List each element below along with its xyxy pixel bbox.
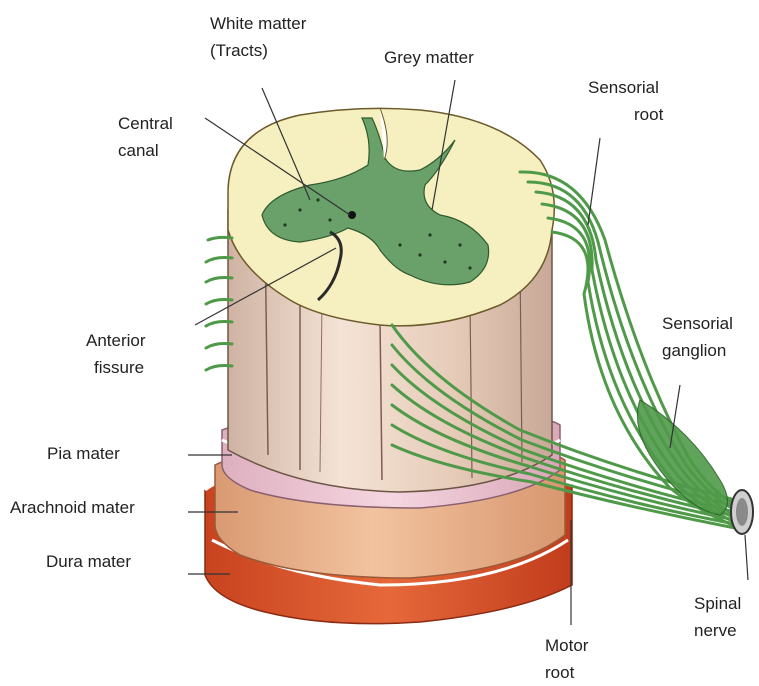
label-anterior-fissure: Anterior fissure [86, 327, 146, 381]
label-pia-mater: Pia mater [47, 440, 120, 467]
label-sensorial-ganglion: Sensorial ganglion [662, 310, 733, 364]
label-central-canal: Central canal [118, 110, 173, 164]
label-grey-matter: Grey matter [384, 44, 474, 71]
label-dura-mater: Dura mater [46, 548, 131, 575]
label-arachnoid-mater: Arachnoid mater [10, 494, 135, 521]
label-sensorial-root: Sensorial root [588, 74, 663, 128]
label-white-matter: White matter (Tracts) [210, 10, 306, 64]
label-motor-root: Motor root [545, 632, 588, 686]
label-spinal-nerve: Spinal nerve [694, 590, 741, 644]
